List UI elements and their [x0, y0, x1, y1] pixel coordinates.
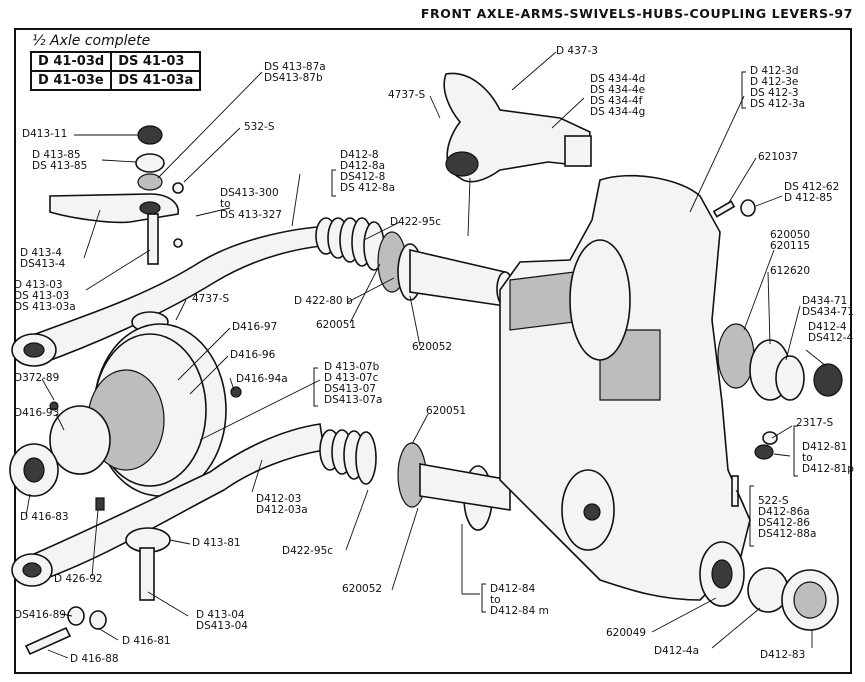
part-label: D434-71 DS434-71: [802, 295, 854, 318]
part-label: D 416-88: [70, 653, 119, 665]
lower-spring: [319, 429, 377, 485]
table-cell: D 41-03e: [29, 70, 113, 91]
part-label: D 422-80 b: [294, 295, 353, 307]
castle-nut: [137, 125, 163, 145]
part-label: D372-89: [14, 372, 60, 384]
part-label: DS 412-62 D 412-85: [784, 181, 840, 204]
bolt-532: [172, 182, 184, 194]
part-label: D412-4 DS412-4: [808, 321, 854, 344]
part-label: 522-S D412-86a DS412-86 DS412-88a: [758, 495, 817, 540]
part-label: 2317-S: [796, 417, 834, 429]
part-label: D416-94a: [236, 373, 288, 385]
part-label: D422-95c: [282, 545, 334, 557]
table-cell: D 41-03d: [29, 51, 113, 72]
hub-93: [49, 405, 111, 475]
bolt-416-88: [24, 626, 72, 656]
table-cell: DS 41-03: [110, 51, 202, 72]
part-label: D 413-81: [192, 537, 241, 549]
part-label: D412-4a: [654, 645, 700, 657]
part-label: 620050 620115: [770, 229, 811, 252]
axle-complete-title: ½ Axle complete: [32, 33, 151, 49]
table-row: D 41-03d DS 41-03: [29, 51, 202, 72]
part-label: D 413-4 DS413-4: [20, 247, 66, 270]
upper-shaft: [409, 248, 506, 307]
part-label: D 413-03 DS 413-03 DS 413-03a: [14, 279, 76, 313]
part-label: D 412-3d D 412-3e DS 412-3 DS 412-3a: [750, 65, 806, 110]
part-label: D412-84 to D412-84 m: [490, 583, 549, 617]
part-label: D416-93: [14, 407, 60, 419]
part-label: D412-83: [760, 649, 806, 661]
part-label: D416-96: [230, 349, 276, 361]
part-label: 4737-S: [388, 89, 426, 101]
part-label: D412-81 to D412-81p: [802, 441, 854, 475]
upper-spring: [315, 217, 385, 271]
part-label: D 416-81: [122, 635, 171, 647]
part-label: 4737-S: [192, 293, 230, 305]
part-label: D 413-85 DS 413-85: [32, 149, 88, 172]
leader-lines: [25, 51, 827, 659]
part-label: D413-11: [22, 128, 68, 140]
part-label: 612620: [770, 265, 811, 277]
part-label: DS416-89: [14, 609, 66, 621]
table-cell: DS 41-03a: [110, 70, 202, 91]
part-label: 621037: [758, 151, 799, 163]
part-label: DS413-300 to DS 413-327: [220, 187, 282, 221]
table-row: D 41-03e DS 41-03a: [29, 70, 202, 91]
part-label: D 413-07b D 413-07c DS413-07 DS413-07a: [324, 361, 383, 406]
part-label: DS 413-87a DS413-87b: [264, 61, 326, 84]
nut-2317: [754, 444, 774, 460]
bearing-620050: [717, 323, 755, 389]
lower-shaft: [419, 463, 511, 511]
part-label: D 437-3: [556, 45, 598, 57]
washer-85: [135, 153, 165, 173]
part-label: DS 434-4d DS 434-4e DS 434-4f DS 434-4g: [590, 73, 646, 118]
part-label: D416-97: [232, 321, 278, 333]
part-label: 532-S: [244, 121, 275, 133]
part-label: 620051: [426, 405, 467, 417]
part-label: 620052: [412, 341, 453, 353]
part-label: D 413-04 DS413-04: [196, 609, 248, 632]
part-label: D412-03 D412-03a: [256, 493, 308, 516]
nut-434-71: [813, 363, 843, 397]
axle-complete-box: ½ Axle complete D 41-03d DS 41-03 D 41-0…: [29, 33, 202, 91]
axle-complete-table: D 41-03d DS 41-03 D 41-03e DS 41-03a: [29, 51, 202, 91]
part-label: D422-95c: [390, 216, 442, 228]
part-label: D 416-83: [20, 511, 69, 523]
coupling-lever-437-3: [443, 72, 591, 183]
part-label: 620051: [316, 319, 357, 331]
part-label: 620052: [342, 583, 383, 595]
page-header: FRONT AXLE-ARMS-SWIVELS-HUBS-COUPLING LE…: [420, 6, 853, 21]
washer-62: [740, 199, 756, 217]
part-label: 620049: [606, 627, 647, 639]
part-label: D 426-92: [54, 573, 103, 585]
part-label: D412-8 D412-8a DS412-8 DS 412-8a: [340, 149, 396, 194]
steering-arm-4: [49, 193, 179, 224]
